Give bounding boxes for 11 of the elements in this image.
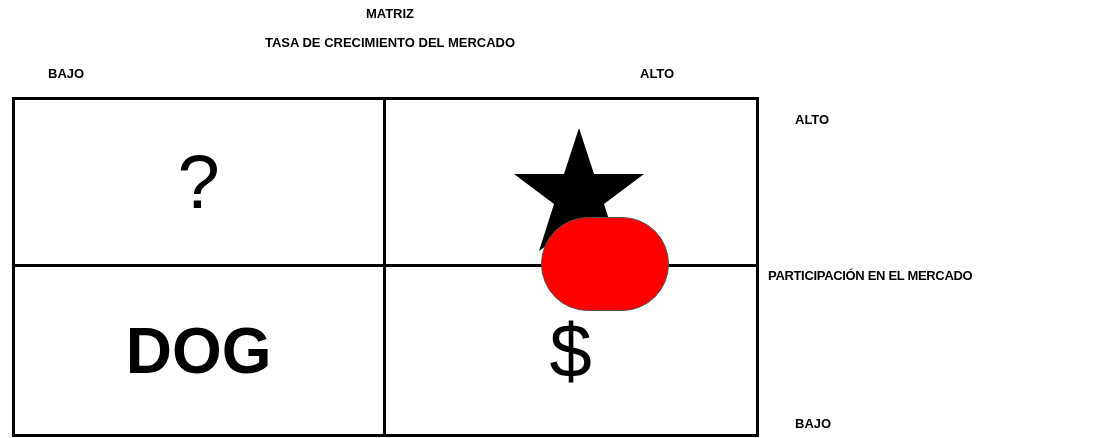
quadrant-cell (15, 100, 386, 267)
quadrant-symbol: $ (549, 306, 592, 395)
quadrant-symbol: DOG (125, 313, 272, 389)
axis-label: ALTO (640, 65, 675, 83)
axis-label: BAJO (48, 65, 85, 83)
title: MATRIZ (364, 5, 416, 23)
axis-label: ALTO (795, 111, 830, 129)
axis-label: TASA DE CRECIMIENTO DEL MERCADO (263, 34, 517, 52)
axis-label: BAJO (795, 415, 832, 433)
quadrant-symbol: ? (177, 138, 220, 226)
axis-label: PARTICIPACIÓN EN EL MERCADO (768, 267, 973, 285)
